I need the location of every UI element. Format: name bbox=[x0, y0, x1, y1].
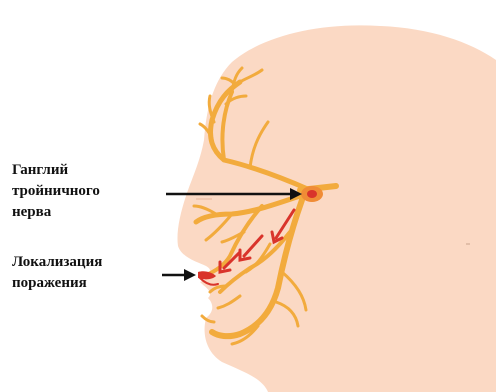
lesion-label-line: Локализация bbox=[12, 252, 102, 273]
lesion-label-line: поражения bbox=[12, 273, 102, 294]
ganglion-label-line: Ганглий bbox=[12, 160, 100, 181]
ganglion-label-line: нерва bbox=[12, 202, 100, 223]
ganglion-dot bbox=[301, 186, 323, 202]
lesion-label: Локализация поражения bbox=[12, 252, 102, 294]
lesion-pointer-arrow bbox=[162, 269, 196, 281]
ganglion-label-line: тройничного bbox=[12, 181, 100, 202]
ganglion-label: Ганглий тройничного нерва bbox=[12, 160, 100, 223]
